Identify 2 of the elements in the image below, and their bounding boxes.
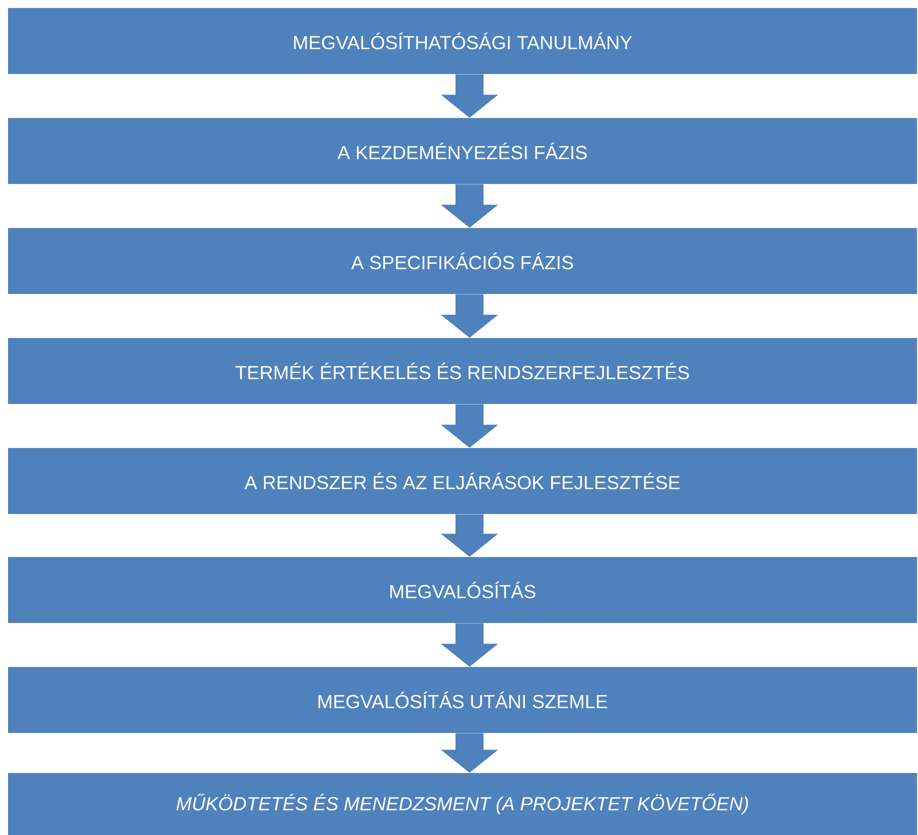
process-box: MŰKÖDTETÉS ÉS MENEDZSMENT (A PROJEKTET KÖVETŐEN) — [8, 773, 917, 835]
process-box: MEGVALÓSÍTHATÓSÁGI TANULMÁNY — [8, 8, 917, 74]
